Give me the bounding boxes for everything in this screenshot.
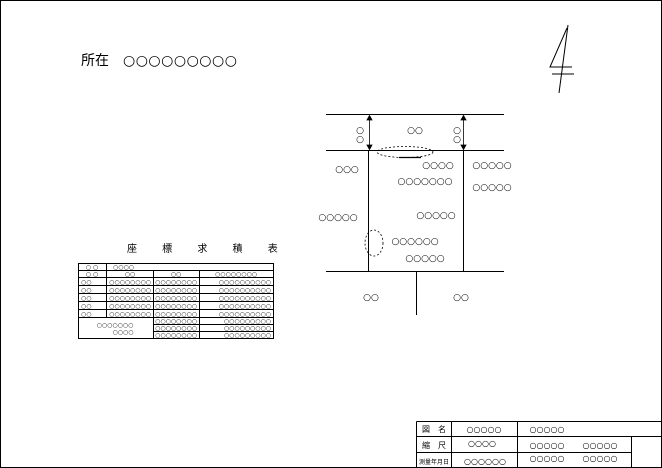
left-lot-label-1: ○○○ [335, 165, 359, 175]
road-width-right-label: ○○ [453, 126, 461, 145]
title-block-frame [416, 421, 661, 467]
title-block-survey-date-value-2: ○○○○○ [530, 454, 565, 463]
table-row-1-x: ○○○○○○○○ [109, 279, 151, 286]
main-lot-label-3: ○○○○○ [416, 211, 455, 221]
table-row-4-area: ○○○○○○○○○○ [219, 303, 271, 310]
main-lot-label-2: ○○○○○○○ [398, 177, 453, 187]
title-block-scale-value-2: ○○○○○ [530, 441, 565, 450]
title-block-scale-label: 縮 尺 [422, 440, 446, 450]
table-summary-col4-1: ○○○○○○○○○ [224, 318, 271, 325]
table-row-3-area: ○○○○○○○○○○ [219, 295, 271, 302]
table-header-y: ○○ [171, 271, 181, 278]
table-row-1-y: ○○○○○○○○ [155, 279, 197, 286]
road-dimension-right [460, 114, 467, 151]
north-arrow-icon [549, 24, 574, 94]
coordinate-table-text: ○ ○ ○○○○ ○ ○ ○○ ○○ ○○○○○○○○ ○○ ○○○○○○○○ … [81, 264, 271, 339]
title-block-survey-date-value-3: ○○○○○ [583, 454, 618, 463]
main-lot-label-1: ○○○○ [422, 161, 454, 171]
table-row-4-x: ○○○○○○○○ [109, 303, 151, 310]
title-block-drawing-name-value: ○○○○○ [467, 425, 502, 434]
title-block-drawing-name-label: 図 名 [422, 424, 446, 434]
table-row-4-point: ○○ [81, 303, 91, 310]
road-name-label: ○○ [407, 126, 423, 136]
road-width-right-line-1: ○ [453, 126, 461, 136]
table-row-4-y: ○○○○○○○○ [155, 303, 197, 310]
table-summary-label-2: ○○○○ [113, 329, 134, 336]
table-header-point-top: ○ ○ [86, 264, 98, 271]
table-header-point: ○ ○ [86, 271, 98, 278]
right-lot-label-1: ○○○○○ [472, 161, 511, 171]
table-row-3-y: ○○○○○○○○ [155, 295, 197, 302]
table-row-5-y: ○○○○○○○○ [155, 311, 197, 318]
table-row-5-point: ○○ [81, 311, 91, 318]
main-lot-label-4: ○○○○○○ [391, 237, 438, 247]
road-width-left-line-1: ○ [356, 126, 364, 136]
bottom-left-lot-label: ○○ [363, 293, 379, 303]
plan-lines [326, 114, 504, 315]
table-row-2-point: ○○ [81, 287, 91, 294]
road-width-left-line-2: ○ [356, 135, 364, 145]
location-value: ○○○○○○○○○ [123, 53, 238, 69]
table-summary-label-1: ○○○○○○○ [97, 322, 134, 329]
table-row-2-y: ○○○○○○○○ [155, 287, 197, 294]
highlight-ellipse-top [376, 146, 434, 158]
table-header-area: ○○○○○○○○ [215, 271, 257, 278]
title-block-scale-value: ○○○○ [468, 439, 496, 448]
road-width-left-label: ○○ [356, 126, 364, 145]
plan-labels: ○○ ○○ ○○ ○○○ ○○○○○ ○○○○ ○○○○○○○ ○○○○○ ○○… [318, 126, 511, 303]
highlight-ellipse-left [364, 229, 384, 257]
table-row-1-point: ○○ [81, 279, 91, 286]
table-row-2-area: ○○○○○○○○○○ [219, 287, 271, 294]
title-block-text: 図 名 ○○○○○ ○○○○○ 縮 尺 ○○○○ ○○○○○ ○○○○○ 測量年… [419, 424, 617, 466]
road-width-right-line-2: ○ [453, 135, 461, 145]
main-lot-label-5: ○○○○○ [405, 254, 444, 264]
bottom-right-lot-label: ○○ [453, 293, 469, 303]
title-block-scale-value-3: ○○○○○ [583, 441, 618, 450]
table-row-5-area: ○○○○○○○○○○ [219, 311, 271, 318]
table-row-2-x: ○○○○○○○○ [109, 287, 151, 294]
table-summary-col3-1: ○○○○○○○○ [155, 318, 197, 325]
table-row-3-x: ○○○○○○○○ [109, 295, 151, 302]
table-summary-col4-3: ○○○○○○○○○ [224, 332, 271, 339]
table-row-1-area: ○○○○○○○○○○ [219, 279, 271, 286]
left-lot-label-2: ○○○○○ [318, 213, 357, 223]
right-lot-label-2: ○○○○○ [472, 183, 511, 193]
table-summary-col3-3: ○○○○○○○○ [155, 332, 197, 339]
title-block-survey-date-value: ○○○○○○ [464, 457, 506, 466]
table-header-x: ○○ [125, 271, 135, 278]
title-block-survey-date-label: 測量年月日 [419, 458, 449, 466]
road-dimension-left [366, 114, 373, 151]
title-block-drawing-name-value-2: ○○○○○ [530, 425, 565, 434]
table-summary-col3-2: ○○○○○○○○ [155, 325, 197, 332]
location-label: 所在 [81, 53, 109, 69]
table-summary-col4-2: ○○○○○○○○○ [224, 325, 271, 332]
table-row-5-x: ○○○○○○○○ [109, 311, 151, 318]
table-row-3-point: ○○ [81, 295, 91, 302]
coordinate-area-table [78, 263, 274, 339]
coordinate-table-title: 座 標 求 積 表 [127, 244, 289, 255]
table-header-span-top: ○○○○ [113, 264, 134, 271]
